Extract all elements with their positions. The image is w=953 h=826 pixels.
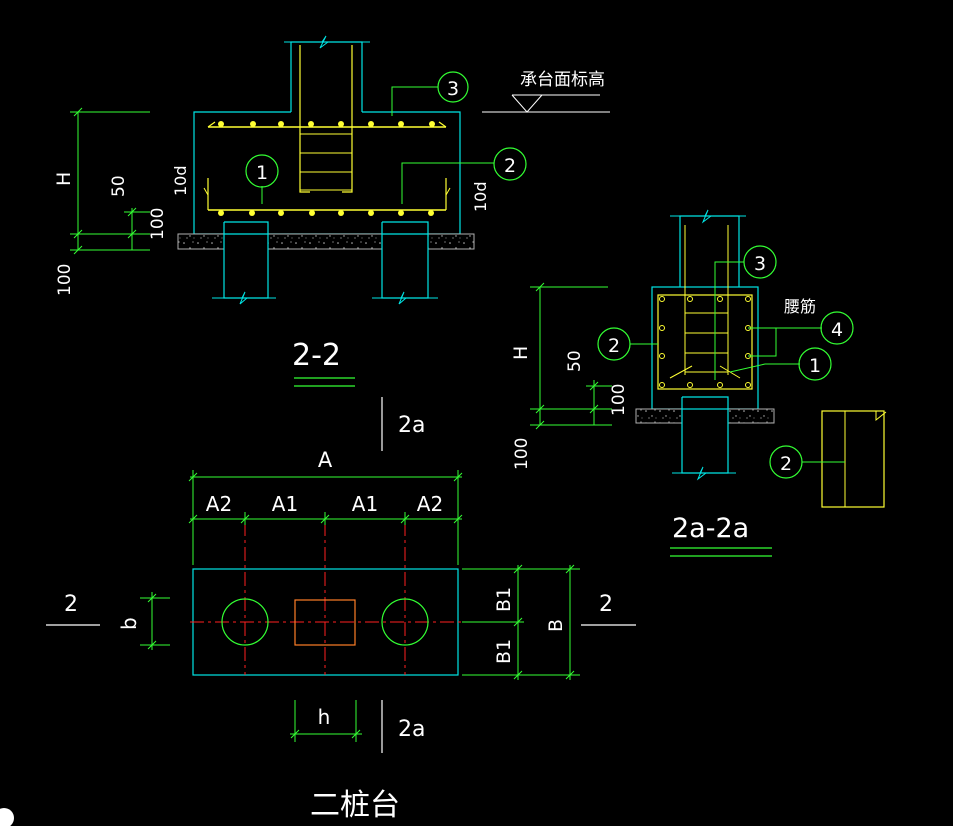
callout-1-leader — [729, 363, 800, 373]
callout-1-label: 1 — [809, 355, 821, 377]
waist-rebar-label: 腰筋 — [784, 297, 816, 316]
cut-label-2a-top: 2a — [398, 413, 425, 438]
dim-A: A — [318, 448, 333, 472]
pile-circle-right — [381, 598, 429, 646]
callout-1-label: 1 — [256, 162, 268, 184]
pile-cap-outline — [651, 286, 759, 410]
dim-B1-bottom: B1 — [493, 639, 515, 664]
dim-10d-left: 10d — [171, 165, 190, 196]
callout-2-label: 2 — [608, 335, 620, 357]
callout-3-circle — [437, 71, 469, 103]
horizontal-dimensions — [188, 470, 463, 565]
dim-B1-top: B1 — [493, 587, 515, 612]
column-footprint — [294, 599, 356, 646]
dim-100-upper: 100 — [148, 208, 168, 240]
dim-A2-right: A2 — [417, 492, 443, 516]
corner-glyph — [0, 808, 14, 826]
section-2-2: 承台面标高 3 1 2 10d 10d H 50 100 100 — [53, 35, 610, 451]
stirrup-detail — [821, 410, 885, 508]
callout-2-detail-label: 2 — [780, 453, 792, 475]
column-bar-right — [342, 45, 353, 193]
dim-100-lower: 100 — [512, 438, 532, 470]
dim-A1-left: A1 — [272, 492, 298, 516]
pile-right-break — [372, 291, 438, 305]
column-break-mark — [284, 35, 370, 49]
callout-1-circle — [245, 154, 279, 188]
column-outline — [679, 215, 740, 287]
section-2a-2a: 3 2 4 腰筋 1 2 H — [510, 209, 887, 557]
vertical-dimensions-plan — [462, 564, 580, 680]
callout-2-detail-circle — [769, 445, 803, 479]
callout-4-label: 4 — [831, 319, 843, 341]
top-rebar-hook-left — [207, 121, 216, 128]
dim-100-lower: 100 — [55, 264, 75, 296]
callout-3-label: 3 — [754, 253, 766, 275]
cushion-right — [727, 408, 775, 424]
section-title-2a-2a: 2a-2a — [672, 513, 749, 544]
dim-b: b — [117, 617, 141, 630]
dim-50: 50 — [109, 175, 129, 197]
callout-4-leader — [748, 327, 777, 357]
bottom-rebar-dots — [218, 210, 434, 216]
callout-3-circle — [743, 245, 777, 279]
callout-3-label: 3 — [447, 78, 459, 100]
pile-circle-left — [221, 598, 269, 646]
elevation-label: 承台面标高 — [520, 70, 605, 90]
cushion-right — [427, 233, 475, 250]
dim-h-lines — [290, 700, 362, 742]
dim-A2-left: A2 — [206, 492, 232, 516]
pile-left-break — [212, 291, 276, 305]
callout-2-circle — [493, 147, 527, 181]
dim-100-upper: 100 — [609, 384, 629, 416]
stirrup-detail-hook — [875, 411, 887, 422]
callout-4-circle — [820, 311, 854, 345]
stirrup-corner-bars — [659, 296, 751, 388]
plan-title: 二桩台 — [310, 788, 400, 823]
side-bar-right — [445, 187, 451, 196]
dim-50: 50 — [565, 350, 585, 372]
section-title-2-2: 2-2 — [292, 338, 341, 373]
top-rebar-dots — [218, 121, 435, 127]
plan-two-pile-cap: A A2 A1 A1 A2 B1 B1 B b — [46, 448, 636, 823]
elevation-triangle — [511, 94, 543, 113]
dim-A1-right: A1 — [352, 492, 378, 516]
callout-2-leader — [401, 162, 494, 204]
cut-label-bottom: 2a — [398, 717, 425, 742]
cushion-left — [635, 408, 683, 424]
cut-label-right: 2 — [599, 592, 613, 617]
column-dowels — [669, 225, 741, 379]
callout-1-circle — [798, 347, 832, 381]
top-rebar-hook-right — [438, 121, 447, 128]
dim-10d-right: 10d — [471, 181, 490, 212]
pile-cap-outline — [193, 111, 461, 235]
pile — [681, 396, 729, 474]
cushion-middle — [267, 233, 383, 250]
side-bar-left — [203, 187, 209, 196]
column-break-mark — [670, 209, 746, 224]
vertical-dimensions-2-2 — [70, 107, 150, 255]
dim-H: H — [53, 172, 75, 186]
dim-h: h — [318, 705, 331, 729]
column-outline — [290, 41, 363, 112]
callout-3-leader — [391, 86, 438, 116]
callout-3-leader — [714, 261, 744, 380]
stirrup — [657, 294, 753, 390]
pile-break — [672, 466, 736, 481]
callout-2-circle — [597, 327, 631, 361]
column-bar-left — [299, 45, 310, 193]
callout-2-label: 2 — [504, 155, 516, 177]
dim-H: H — [510, 346, 532, 360]
dim-b-lines — [140, 592, 170, 650]
vertical-dimensions-2a — [530, 282, 612, 430]
dim-B: B — [545, 619, 567, 632]
cushion-left — [177, 233, 225, 250]
cut-label-left: 2 — [64, 592, 78, 617]
